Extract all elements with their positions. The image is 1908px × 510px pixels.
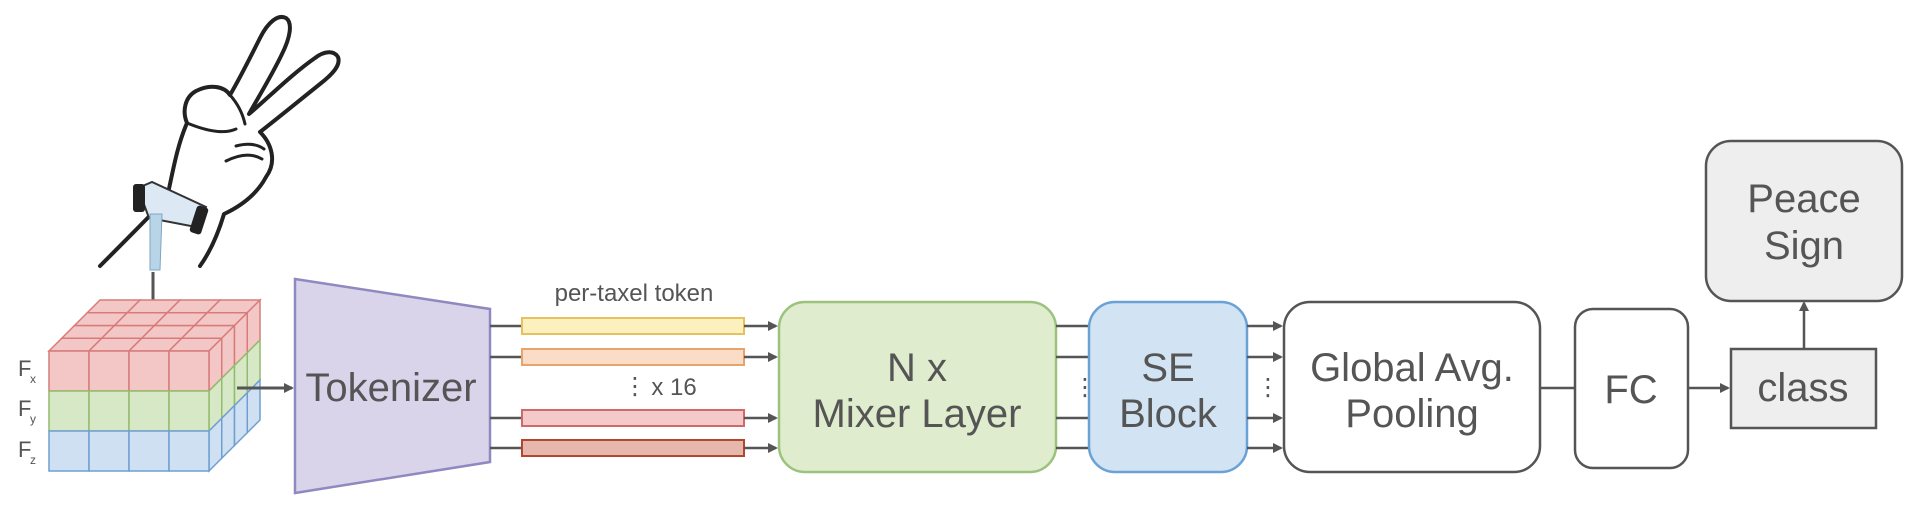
mixer-to-se-connectors: [1056, 324, 1089, 450]
tensor-axis-labels: F x F y F z: [18, 356, 36, 467]
mixer-layer-block: N x Mixer Layer ⋮: [777, 300, 1097, 474]
tensor-front-cell: [128, 430, 170, 472]
tensor-front-cell: [128, 350, 170, 392]
tensor-front-face: [48, 350, 210, 472]
tensor-front-cell: [168, 350, 210, 392]
wristband-sensor-icon: [133, 180, 209, 271]
fx-subscript: x: [30, 372, 36, 386]
token-connections: [490, 317, 778, 457]
fz-label: F: [18, 437, 31, 462]
tensor-front-cell: [48, 350, 90, 392]
tensor-front-cell: [88, 350, 130, 392]
se-block: SE Block ⋮: [1087, 300, 1280, 474]
fc-block: FC: [1573, 307, 1690, 470]
tensor-side-face: [208, 298, 261, 473]
fy-subscript: y: [30, 412, 36, 426]
tensor-front-cell: [88, 390, 130, 432]
tokenizer-label: Tokenizer: [305, 366, 476, 410]
class-label: class: [1757, 366, 1848, 410]
output-label-line-1: Peace: [1747, 177, 1860, 221]
fx-label: F: [18, 356, 31, 381]
pooling-label-line-2: Pooling: [1345, 392, 1478, 436]
fz-subscript: z: [30, 453, 36, 467]
se-label-line-2: Block: [1119, 392, 1218, 436]
mixer-label-line-1: N x: [887, 346, 947, 390]
fc-label: FC: [1604, 368, 1657, 412]
repeat-count-label: x 16: [651, 374, 696, 401]
se-ellipsis: ⋮: [1256, 374, 1280, 401]
output-label-line-2: Sign: [1764, 224, 1844, 268]
tensor-front-cell: [128, 390, 170, 432]
tensor-front-cell: [88, 430, 130, 472]
tensor-front-cell: [168, 390, 210, 432]
se-label-line-1: SE: [1141, 346, 1194, 390]
class-block: class: [1729, 347, 1878, 430]
tensor-front-cell: [168, 430, 210, 472]
se-to-pooling-connectors: [1247, 321, 1283, 453]
tensor-front-cell: [48, 430, 90, 472]
tensor-side-cell: [246, 378, 261, 435]
tactile-tensor: [47, 298, 262, 473]
mixer-label-line-2: Mixer Layer: [813, 392, 1022, 436]
hand-peace-sign-icon: [98, 15, 341, 268]
prediction-output-block: Peace Sign: [1704, 139, 1904, 303]
vertical-ellipsis: ⋮: [623, 373, 647, 400]
global-average-pooling-block: Global Avg. Pooling: [1282, 300, 1542, 474]
tokenizer-block: Tokenizer: [293, 277, 492, 495]
per-taxel-token-label: per-taxel token: [555, 280, 714, 307]
fy-label: F: [18, 396, 31, 421]
tensor-front-cell: [48, 390, 90, 432]
pooling-label-line-1: Global Avg.: [1310, 346, 1514, 390]
